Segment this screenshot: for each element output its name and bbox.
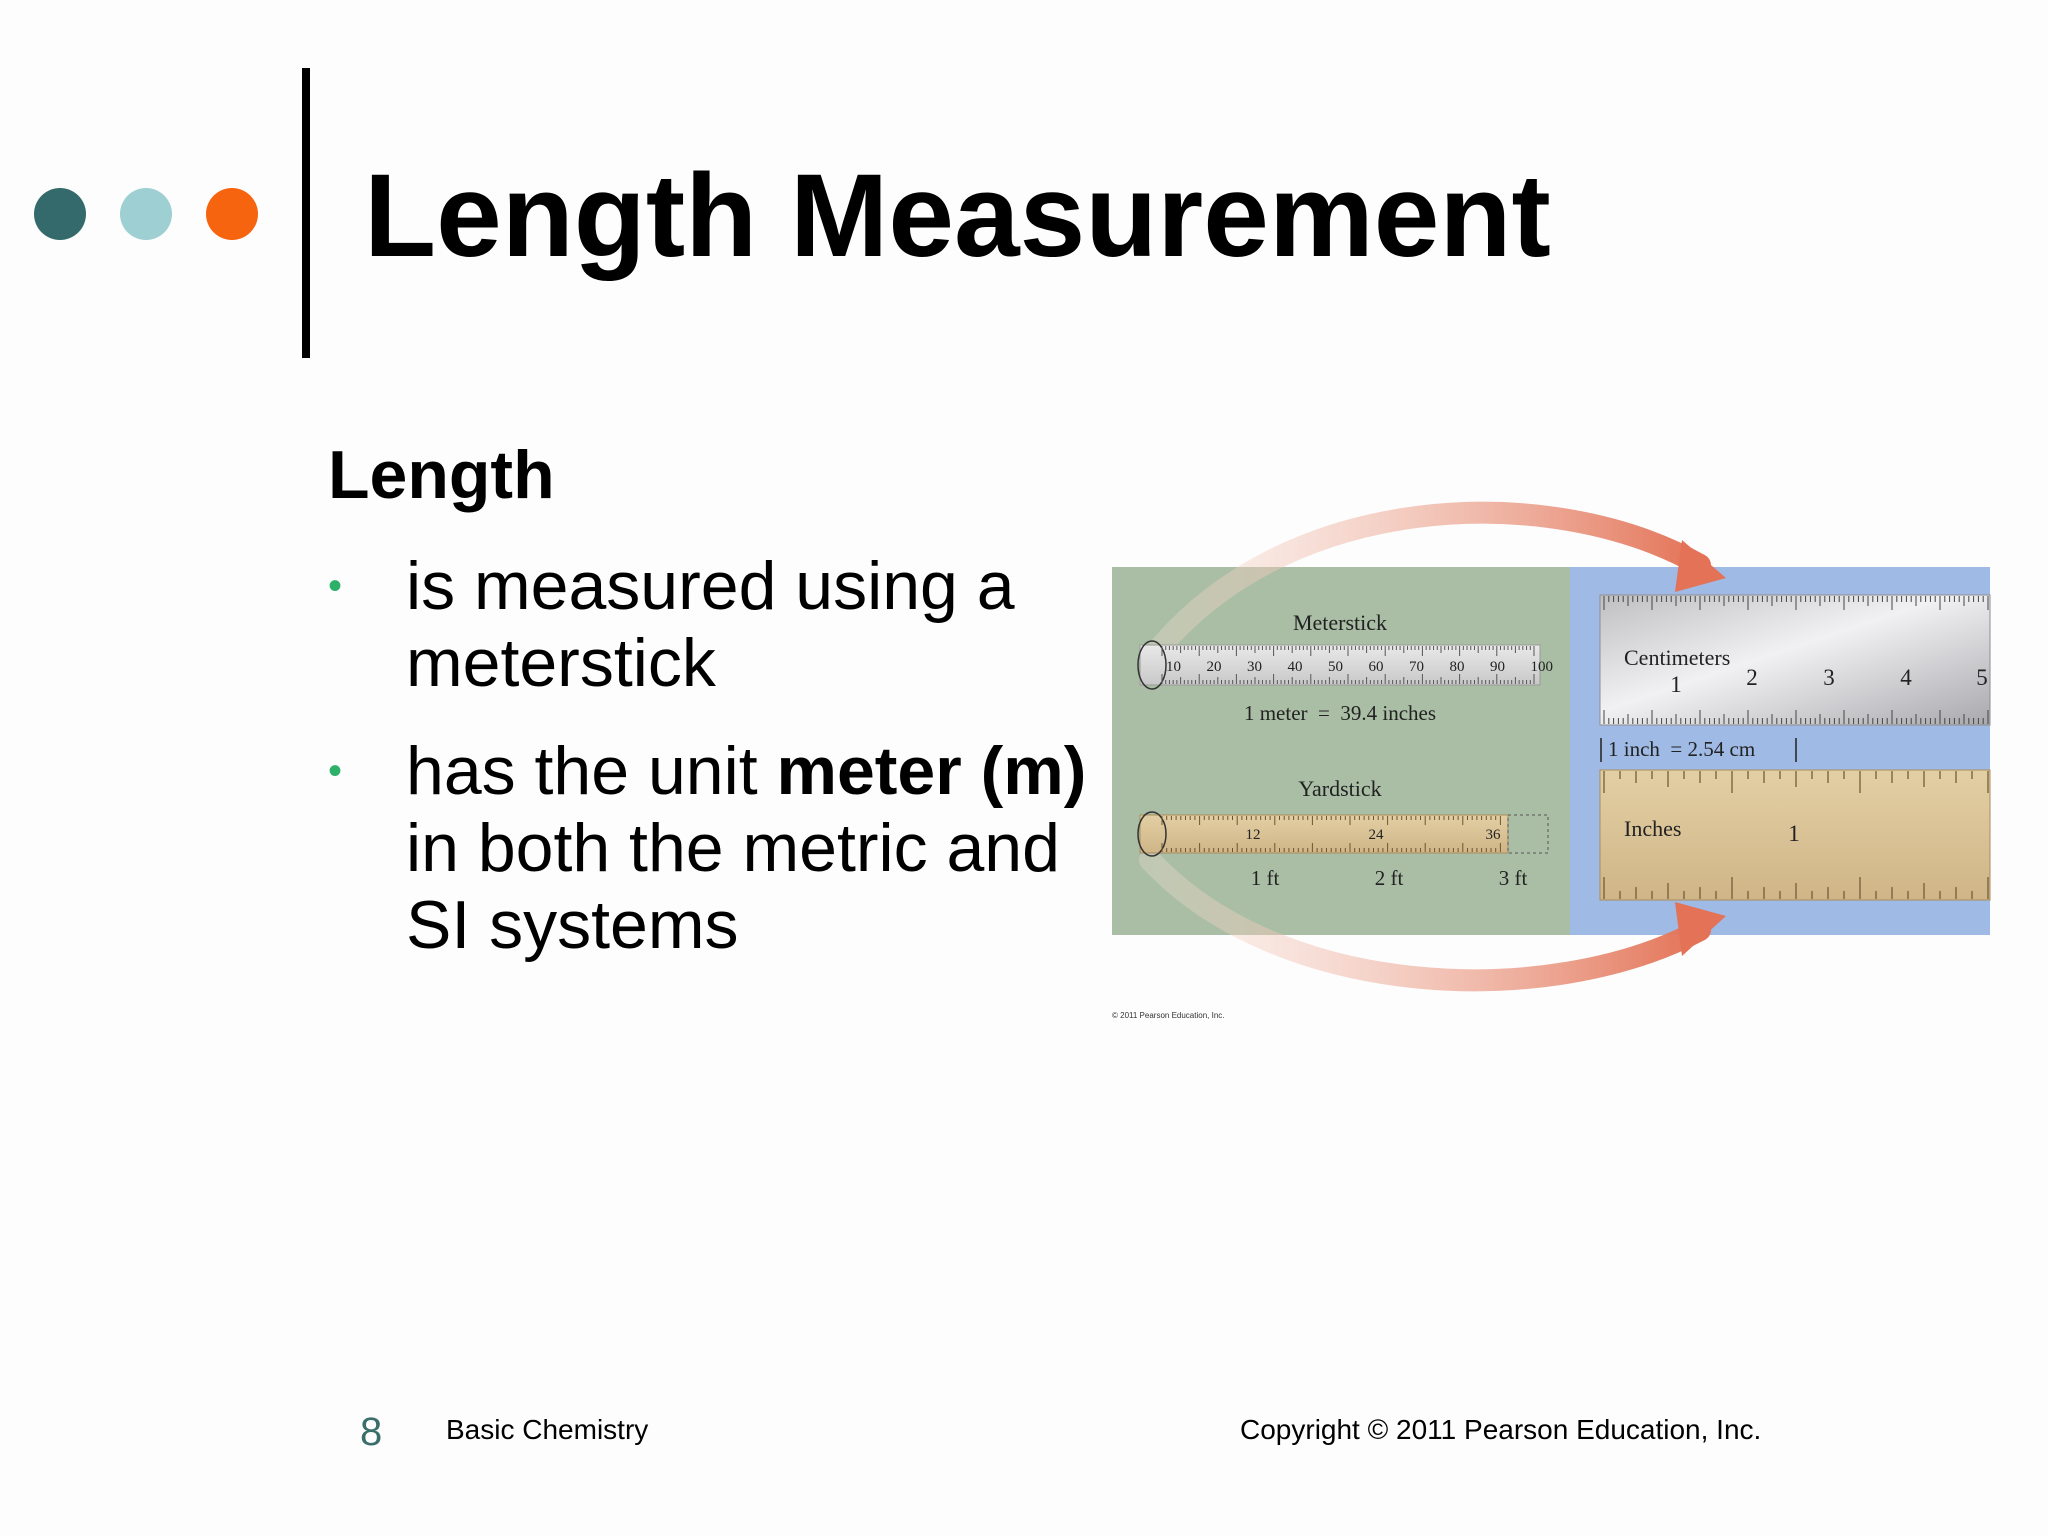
bullet-2-symbol: (m) xyxy=(980,733,1087,809)
top-arrowhead xyxy=(1675,540,1726,592)
bullet-1-text: is measured using a meterstick xyxy=(406,548,1015,701)
length-figure: Meterstick 10 20 30 40 50 60 70 80 90 100 1 meter… xyxy=(1112,501,1991,1020)
meter-equation: 1 meter = 39.4 inches xyxy=(1244,701,1436,725)
yardstick-label: Yardstick xyxy=(1298,776,1381,801)
footer-course: Basic Chemistry xyxy=(446,1414,649,1445)
bullet-marker: • xyxy=(328,749,343,793)
meterstick-tick-label: 90 xyxy=(1490,659,1505,675)
decor-dot-light-teal xyxy=(120,188,172,240)
meterstick-tick-label: 40 xyxy=(1288,659,1303,675)
meterstick-tick-labels: 10 20 30 40 50 60 70 80 90 100 xyxy=(1166,659,1553,675)
feet-label: 2 ft xyxy=(1375,866,1404,890)
meterstick-tick-label: 20 xyxy=(1207,659,1222,675)
meterstick-tick-label: 60 xyxy=(1369,659,1384,675)
meterstick-tick-label: 50 xyxy=(1328,659,1343,675)
feet-label: 1 ft xyxy=(1251,866,1280,890)
bottom-arrowhead xyxy=(1675,902,1726,956)
cm-ruler xyxy=(1599,594,1991,726)
yardstick-end-box xyxy=(1507,814,1549,854)
cm-tick-label: 3 xyxy=(1823,665,1835,690)
footer-copyright: Copyright © 2011 Pearson Education, Inc. xyxy=(1240,1414,1762,1445)
yardstick-tick-labels: 12 24 36 xyxy=(1246,827,1502,843)
bullet-2-unit: meter xyxy=(776,733,962,809)
decor-dot-orange xyxy=(206,188,258,240)
yardstick-tick-label: 24 xyxy=(1369,827,1385,843)
inch-ruler-ticks xyxy=(1603,771,1989,899)
meterstick-tick-label: 80 xyxy=(1450,659,1465,675)
bullet-2-text: has the unit meter (m) in both the metri… xyxy=(406,733,1126,964)
bullet-2-pre: has the unit xyxy=(406,733,777,809)
yardstick xyxy=(1139,814,1509,854)
content-heading: Length xyxy=(328,437,555,513)
centimeters-label: Centimeters xyxy=(1624,645,1730,670)
figure-credit: © 2011 Pearson Education, Inc. xyxy=(1112,1011,1224,1020)
yardstick-minor-ticks xyxy=(1161,816,1501,852)
yardstick-tick-label: 12 xyxy=(1246,827,1261,843)
cm-tick-label: 2 xyxy=(1746,665,1758,690)
bullet-marker: • xyxy=(328,564,343,608)
meterstick xyxy=(1139,644,1541,686)
cm-tick-label: 1 xyxy=(1670,672,1682,697)
meterstick-tick-label: 70 xyxy=(1409,659,1424,675)
inches-label: Inches xyxy=(1624,816,1681,841)
feet-label: 3 ft xyxy=(1499,866,1528,890)
meterstick-tick-label: 30 xyxy=(1247,659,1262,675)
yardstick-end xyxy=(1137,811,1167,857)
slide-title: Length Measurement xyxy=(364,150,1551,282)
page-number: 8 xyxy=(360,1410,383,1454)
cm-tick-label: 5 xyxy=(1976,665,1988,690)
title-divider xyxy=(302,68,310,358)
decor-dot-dark-teal xyxy=(34,188,86,240)
inch-tick-label: 1 xyxy=(1788,821,1800,846)
cm-tick-labels: 1 2 3 4 5 xyxy=(1670,665,1988,697)
top-arrow xyxy=(1139,501,1711,671)
meterstick-tick-label: 10 xyxy=(1166,659,1181,675)
yardstick-tick-label: 36 xyxy=(1486,827,1502,843)
meterstick-label: Meterstick xyxy=(1293,610,1387,635)
inch-equation: 1 inch = 2.54 cm xyxy=(1608,737,1755,761)
cm-tick-label: 4 xyxy=(1900,665,1912,690)
bullet-2-post: in both the metric and SI systems xyxy=(406,810,1060,963)
meterstick-end xyxy=(1137,640,1167,690)
inch-ruler xyxy=(1599,769,1991,901)
meterstick-minor-ticks xyxy=(1161,646,1535,684)
cm-ruler-ticks xyxy=(1603,596,1989,724)
feet-labels: 1 ft 2 ft 3 ft xyxy=(1251,866,1528,890)
bottom-arrow xyxy=(1139,849,1711,992)
meterstick-tick-label: 100 xyxy=(1531,659,1554,675)
